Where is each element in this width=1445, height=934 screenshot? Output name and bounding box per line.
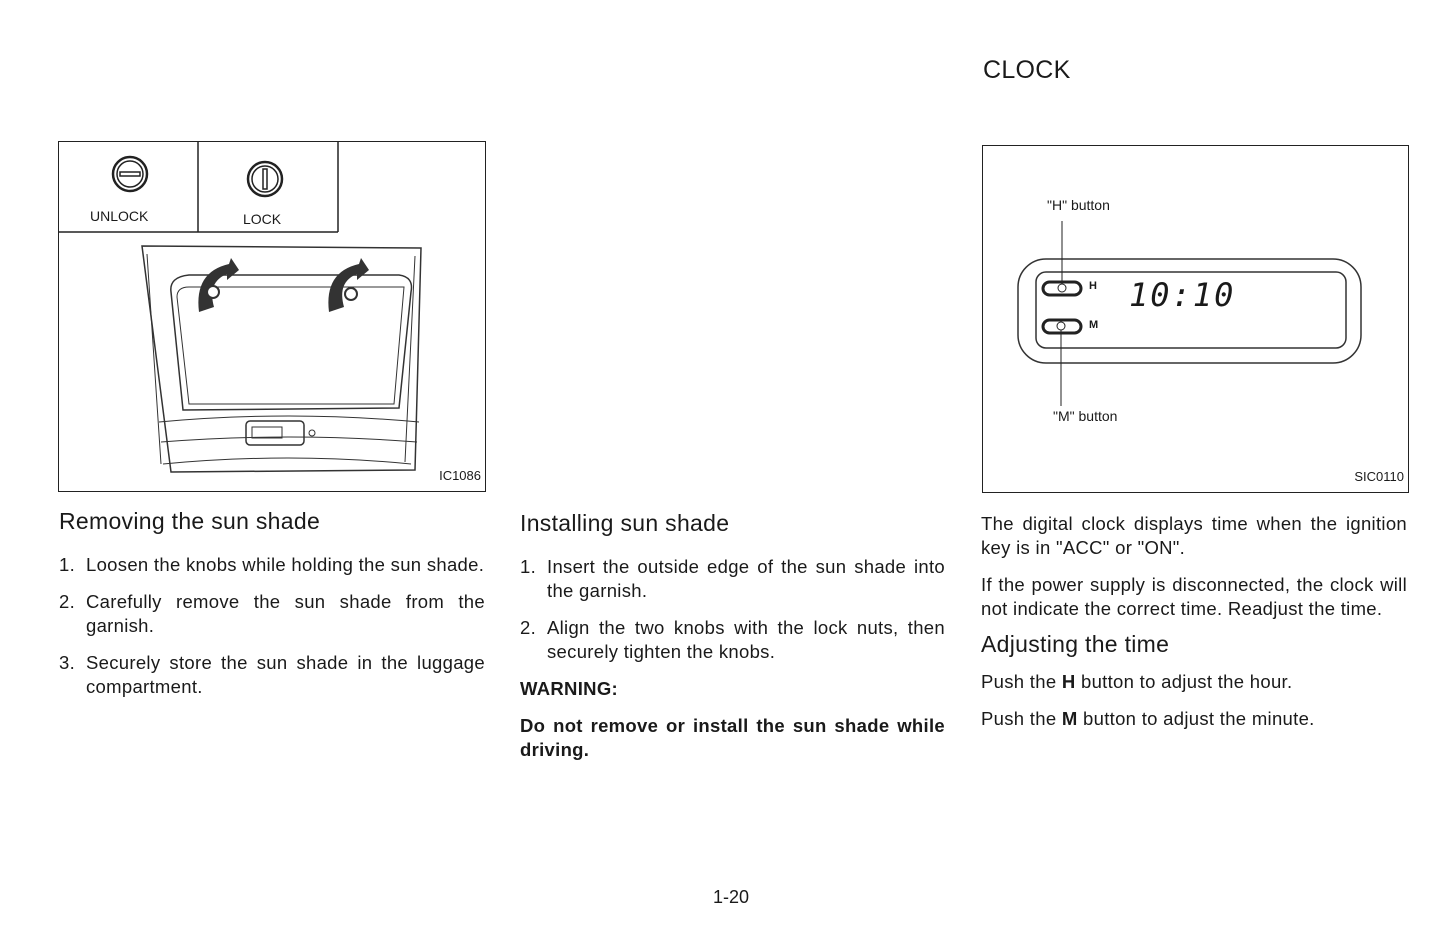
clock-section: The digital clock displays time when the… xyxy=(981,512,1407,744)
figure-id: IC1086 xyxy=(439,468,481,483)
lock-label: LOCK xyxy=(243,211,282,227)
list-item: 1.Loosen the knobs while holding the sun… xyxy=(59,554,485,575)
sun-shade-illustration xyxy=(59,142,422,473)
removing-section: Removing the sun shade 1.Loosen the knob… xyxy=(59,508,485,712)
page-heading: CLOCK xyxy=(983,56,1071,84)
m-key-label: M xyxy=(1089,319,1099,331)
unlock-icon xyxy=(111,155,149,193)
warning-label: WARNING: xyxy=(520,678,618,699)
list-item: 2.Align the two knobs with the lock nuts… xyxy=(520,617,945,662)
clock-paragraph: If the power supply is disconnected, the… xyxy=(981,574,1407,619)
clock-display-time: 10:10 xyxy=(1129,276,1236,314)
unlock-label: UNLOCK xyxy=(90,208,149,224)
warning-text: Do not remove or install the sun shade w… xyxy=(520,715,945,760)
h-button-label: "H" button xyxy=(1047,197,1110,213)
section-title: Adjusting the time xyxy=(981,631,1170,657)
installing-section: Installing sun shade 1.Insert the outsid… xyxy=(520,510,945,762)
list-item: 3.Securely store the sun shade in the lu… xyxy=(59,652,485,697)
clock-illustration xyxy=(1017,221,1362,406)
lock-icon xyxy=(246,160,284,198)
list-item: 2.Carefully remove the sun shade from th… xyxy=(59,591,485,636)
section-title: Removing the sun shade xyxy=(59,508,321,534)
page-number: 1-20 xyxy=(713,887,750,907)
clock-instruction-minute: Push the M button to adjust the minute. xyxy=(981,708,1315,729)
h-key-label: H xyxy=(1089,280,1097,292)
figure-id: SIC0110 xyxy=(1354,469,1404,484)
clock-paragraph: The digital clock displays time when the… xyxy=(981,513,1407,558)
m-button-label: "M" button xyxy=(1053,408,1118,424)
clock-figure: "H" button "M" button H M 10:10 SIC0110 xyxy=(982,145,1409,493)
section-title: Installing sun shade xyxy=(520,510,730,536)
sun-shade-figure: UNLOCK LOCK IC1086 xyxy=(58,141,486,492)
list-item: 1.Insert the outside edge of the sun sha… xyxy=(520,556,945,601)
clock-instruction-hour: Push the H button to adjust the hour. xyxy=(981,671,1293,692)
